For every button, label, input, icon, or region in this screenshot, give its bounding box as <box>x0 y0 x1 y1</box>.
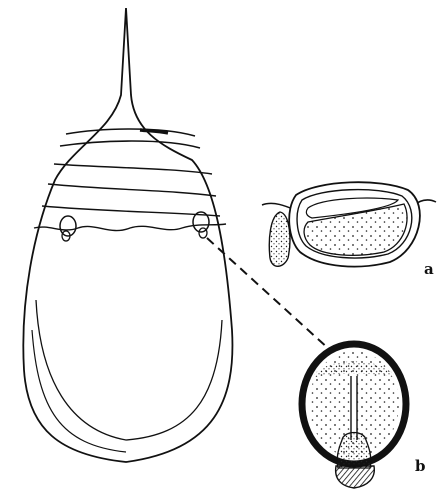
detail-b <box>302 344 406 488</box>
detail-b-base <box>336 466 375 488</box>
band-2 <box>60 141 200 148</box>
detail-b-plug <box>337 433 371 469</box>
detail-a-droplet <box>269 212 290 266</box>
body-outline <box>23 8 232 462</box>
detail-a <box>262 182 436 266</box>
band-1 <box>66 129 195 136</box>
label-b: b <box>415 459 426 474</box>
band-5 <box>42 206 220 216</box>
inner-bottom-line <box>32 330 126 452</box>
label-a: a <box>424 262 434 277</box>
wavy-line <box>34 224 226 231</box>
right-pore-inner <box>199 228 207 238</box>
band-4 <box>48 184 216 196</box>
band-3 <box>54 164 212 174</box>
inner-margin-line <box>36 300 222 440</box>
organism-body <box>23 8 232 462</box>
